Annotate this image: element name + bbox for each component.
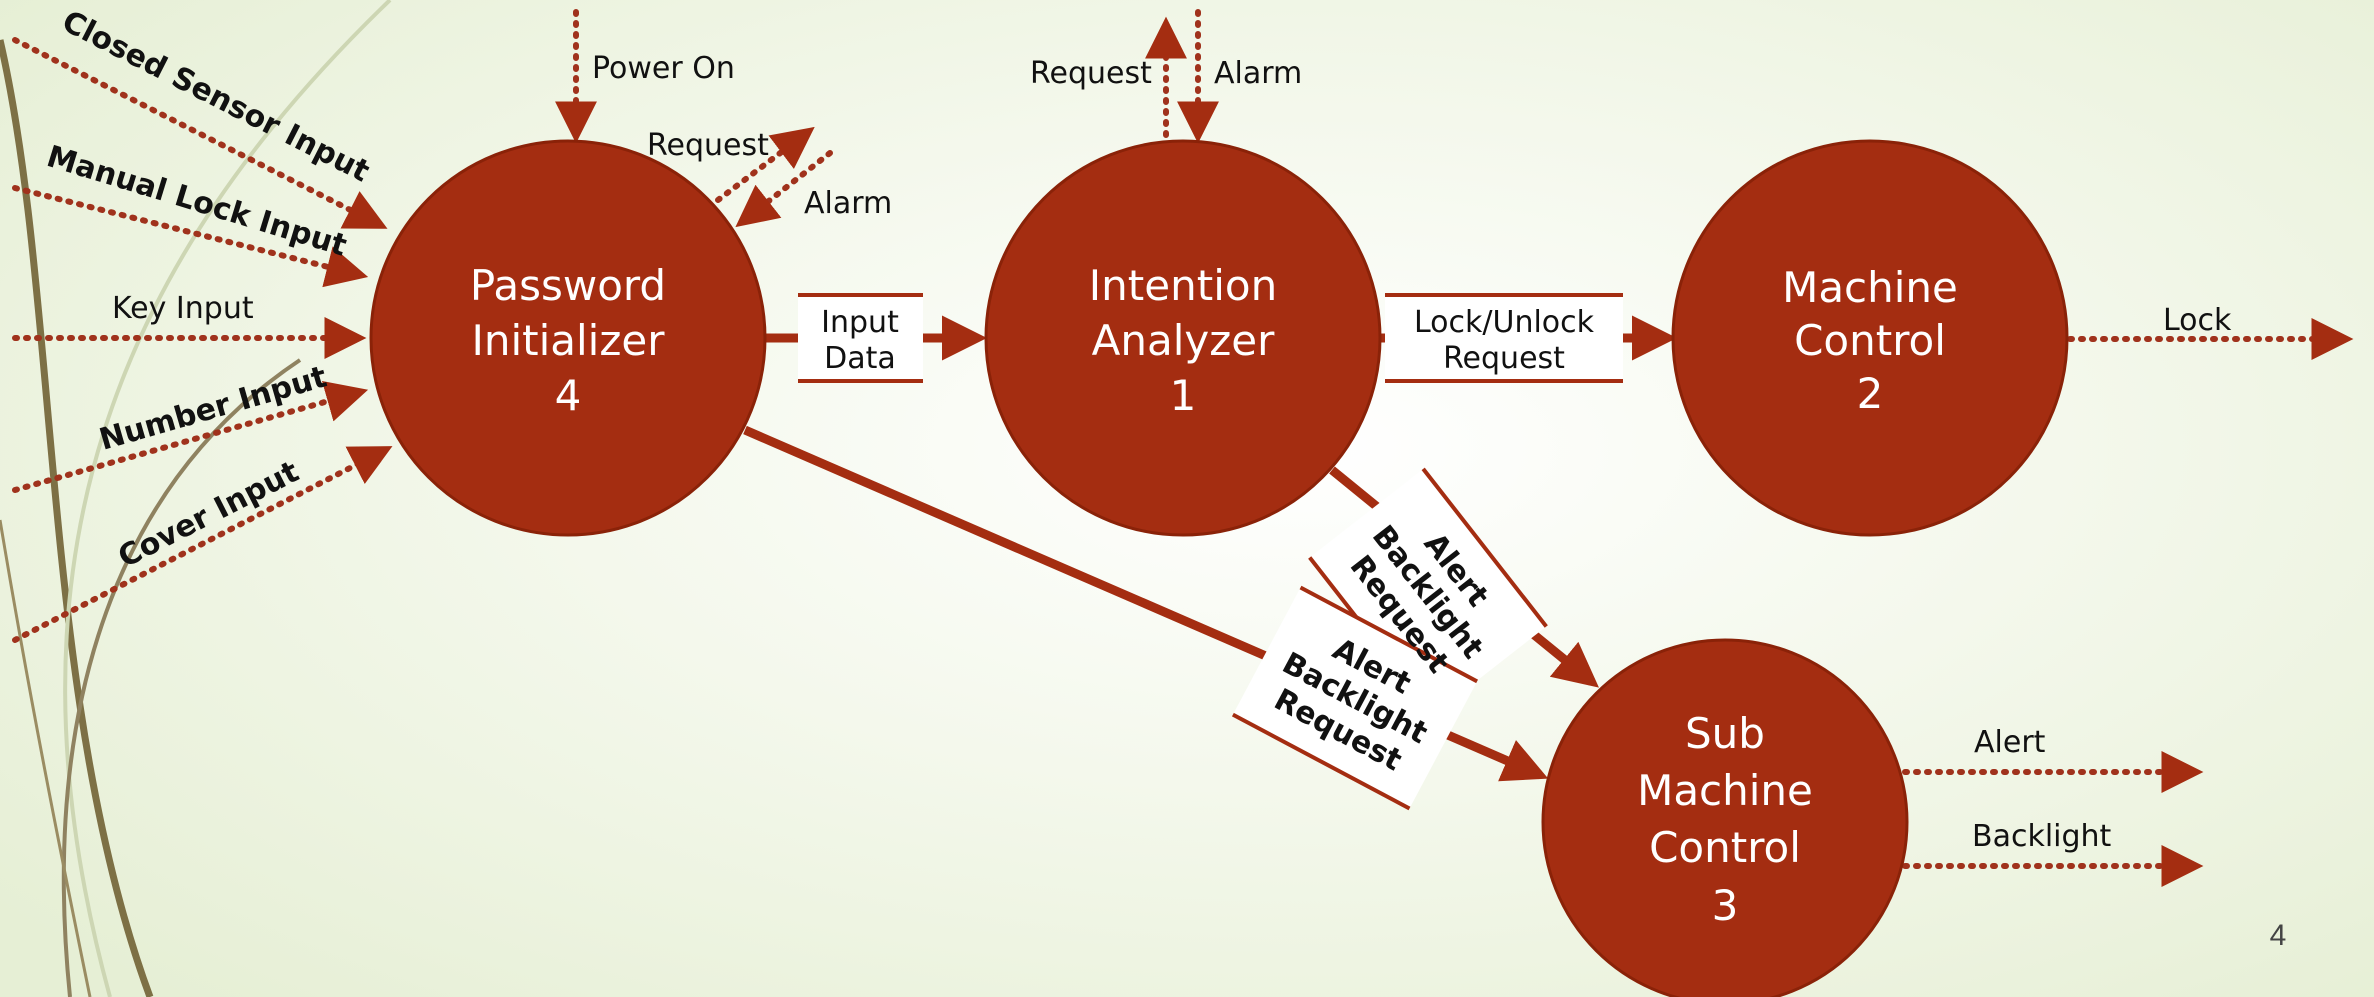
- cover-input-flow: [12, 446, 393, 643]
- label-backlight: Backlight: [1972, 819, 2112, 854]
- label-input-data-1: Input: [821, 305, 899, 340]
- node-password-initializer[interactable]: Password Initializer 4: [369, 139, 767, 537]
- label-alert: Alert: [1974, 725, 2046, 760]
- page-number: 4: [2270, 919, 2287, 952]
- node-intention-analyzer[interactable]: Intention Analyzer 1: [984, 139, 1382, 537]
- closed-sensor-flow: [12, 37, 388, 229]
- pw-request-flow: [715, 126, 815, 203]
- label-lock: Lock: [2163, 303, 2232, 338]
- label-key-input: Key Input: [112, 291, 254, 326]
- label-ia-alarm: Alarm: [1214, 56, 1302, 91]
- number-input-flow: [12, 380, 369, 493]
- input-data-box: [798, 293, 923, 383]
- background-swooshes: [0, 0, 392, 997]
- label-lock-unlock-1: Lock/Unlock: [1414, 305, 1595, 340]
- external-flows: [12, 9, 2354, 887]
- node-sub-line3: Control: [1649, 823, 1801, 872]
- label-lock-unlock-2: Request: [1443, 341, 1565, 376]
- label-pw-alarm: Alarm: [804, 186, 892, 221]
- node-sub-machine-control[interactable]: Sub Machine Control 3: [1541, 638, 1909, 997]
- node-machine-line2: Control: [1794, 316, 1946, 365]
- node-password-line2: Initializer: [471, 316, 665, 365]
- label-ia-request: Request: [1030, 56, 1152, 91]
- node-intention-number: 1: [1170, 371, 1197, 420]
- node-intention-line1: Intention: [1089, 261, 1277, 310]
- node-intention-line2: Analyzer: [1092, 316, 1275, 365]
- label-input-data-2: Data: [824, 341, 896, 376]
- node-sub-line2: Machine: [1637, 766, 1813, 815]
- node-machine-number: 2: [1857, 369, 1884, 418]
- node-machine-line1: Machine: [1782, 263, 1958, 312]
- label-cover-input: Cover Input: [113, 454, 305, 575]
- node-password-number: 4: [555, 371, 582, 420]
- lock-unlock-box: [1385, 293, 1623, 383]
- label-number-input: Number Input: [96, 359, 331, 457]
- node-password-line1: Password: [470, 261, 666, 310]
- manual-lock-flow: [12, 185, 369, 288]
- pw-alarm-flow: [735, 150, 833, 228]
- node-machine-control[interactable]: Machine Control 2: [1671, 139, 2069, 537]
- label-power-on: Power On: [592, 51, 735, 86]
- abr-box-b: [1231, 585, 1479, 811]
- label-pw-request: Request: [647, 128, 769, 163]
- node-sub-number: 3: [1712, 881, 1739, 930]
- node-sub-line1: Sub: [1685, 709, 1765, 758]
